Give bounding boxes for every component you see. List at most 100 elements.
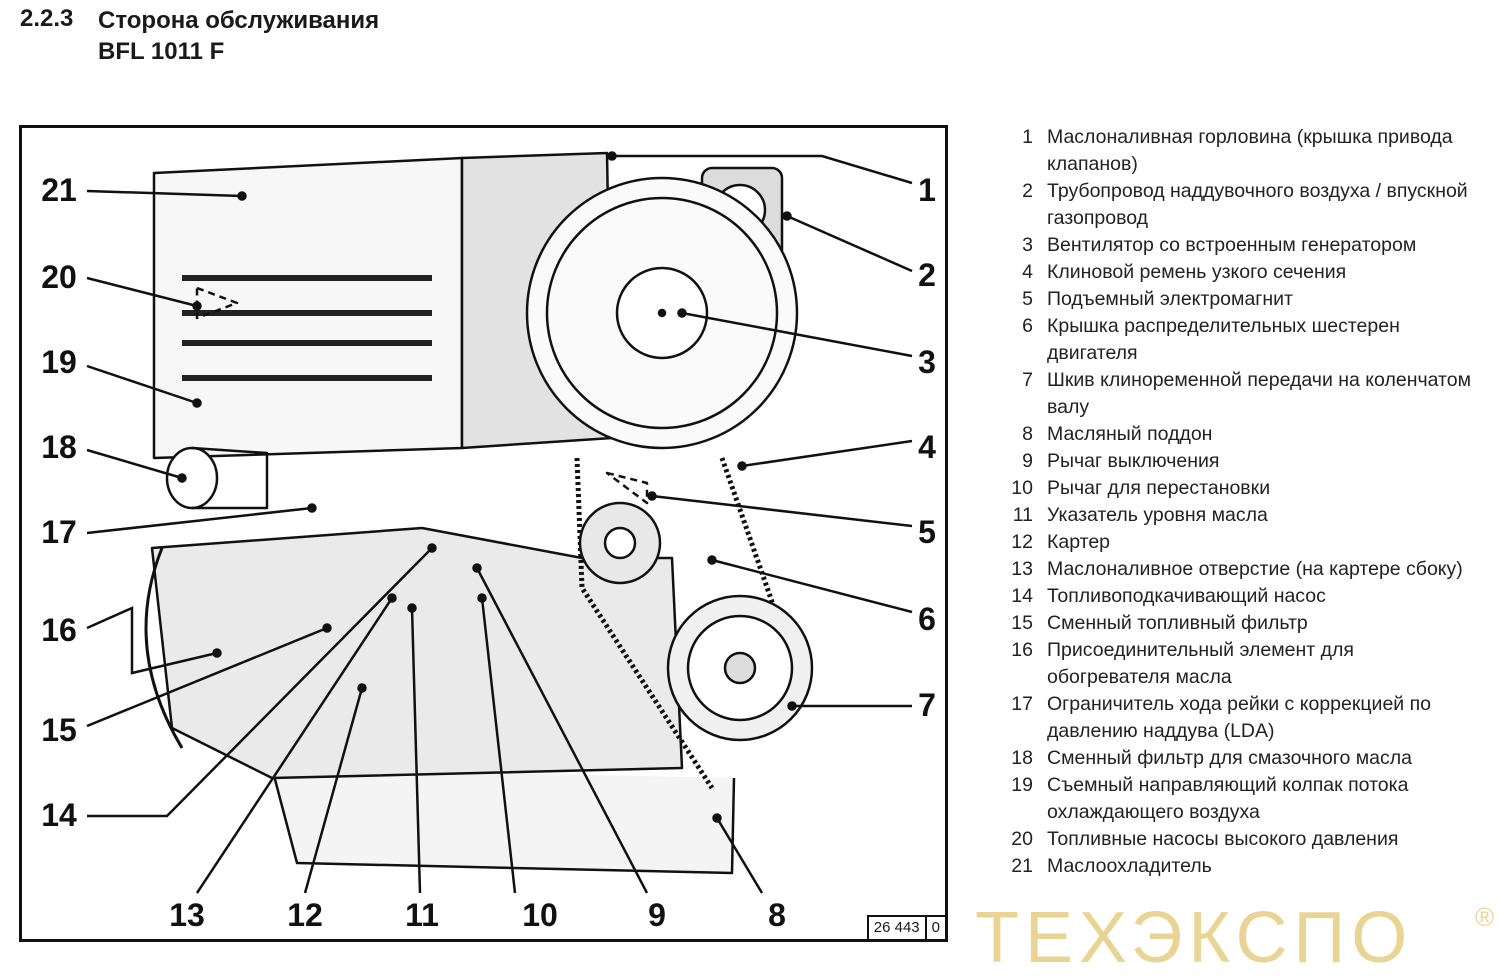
leader-line-3 [681, 311, 913, 358]
leader-dot-17 [307, 503, 317, 513]
legend-number: 9 [1022, 450, 1033, 472]
legend-item: 17 Ограничитель хода рейки с коррекцией п… [995, 691, 1475, 745]
legend-text: Ограничитель хода рейки с коррекцией по … [1047, 693, 1432, 742]
leader-line-6 [711, 558, 913, 614]
leader-dot-4 [737, 461, 747, 471]
legend-number: 16 [1011, 639, 1033, 661]
legend-number: 20 [1011, 828, 1033, 850]
callout-number: 10 [522, 897, 558, 933]
legend-number: 3 [1022, 234, 1033, 256]
legend-text: Шкив клиноременной передачи на коленчато… [1047, 369, 1472, 418]
legend-item: 2 Трубопровод наддувочного воздуха / впус… [995, 178, 1475, 232]
leader-dot-1 [607, 151, 617, 161]
leader-line-4 [741, 439, 913, 468]
callout-number: 1 [918, 172, 936, 208]
leader-line-19 [86, 364, 198, 405]
legend-item: 3 Вентилятор со встроенным генератором [995, 232, 1475, 259]
image-code: 26 443 [873, 919, 920, 936]
leader-dot-21 [237, 191, 247, 201]
leader-line-18 [86, 448, 183, 480]
legend-number: 8 [1022, 423, 1033, 445]
callout-number: 5 [918, 514, 936, 550]
legend-text: Клиновой ремень узкого сечения [1047, 261, 1347, 283]
legend-number: 17 [1011, 693, 1033, 715]
legend-text: Масляный поддон [1047, 423, 1213, 445]
section-title-line1: Сторона обслуживания [98, 7, 380, 34]
callout-number: 16 [41, 612, 77, 648]
legend-number: 2 [1022, 180, 1033, 202]
leader-dot-15 [322, 623, 332, 633]
leader-dot-2 [782, 211, 792, 221]
leader-dot-14 [427, 543, 437, 553]
callout-number: 19 [41, 344, 77, 380]
leader-line-2 [786, 214, 913, 273]
legend-number: 6 [1022, 315, 1033, 337]
legend-text: Картер [1047, 531, 1111, 553]
callout-number: 2 [918, 257, 936, 293]
legend-number: 12 [1011, 531, 1033, 553]
legend-text: Съемный направляющий колпак потока охлаж… [1047, 774, 1409, 823]
leader-line-17 [86, 506, 313, 535]
leader-line-20 [86, 276, 198, 308]
legend-text: Подъемный электромагнит [1047, 288, 1293, 310]
section-title-line2: BFL 1011 F [98, 38, 225, 65]
leader-line-14 [87, 547, 433, 818]
leader-lines [86, 151, 913, 894]
leader-dot-19 [192, 398, 202, 408]
legend-text: Сменный топливный фильтр [1047, 612, 1308, 634]
legend-text: Рычаг выключения [1047, 450, 1220, 472]
legend-item: 4 Клиновой ремень узкого сечения [995, 259, 1475, 286]
leader-dot-9 [472, 563, 482, 573]
legend-number: 4 [1022, 261, 1033, 283]
leader-line-16 [86, 606, 218, 675]
legend-item: 1 Маслоналивная горловина (крышка привода… [995, 124, 1475, 178]
legend-number: 11 [1012, 504, 1033, 526]
legend-item: 11 Указатель уровня масла [995, 502, 1475, 529]
solenoid-marker [605, 471, 649, 505]
callout-number: 18 [41, 429, 77, 465]
legend-number: 19 [1011, 774, 1033, 796]
legend-text: Указатель уровня масла [1047, 504, 1268, 526]
legend-item: 12 Картер [995, 529, 1475, 556]
callout-number: 21 [41, 172, 77, 208]
legend-item: 19 Съемный направляющий колпак потока охл… [995, 772, 1475, 826]
legend-text: Крышка распределительных шестерен двигат… [1047, 315, 1400, 364]
legend-number: 21 [1011, 855, 1033, 877]
leader-dot-7 [787, 701, 797, 711]
leader-dot-16 [212, 648, 222, 658]
callout-number: 17 [41, 514, 77, 550]
legend-text: Вентилятор со встроенным генератором [1047, 234, 1417, 256]
legend-text: Топливоподкачивающий насос [1047, 585, 1326, 607]
oil-filter-shape [165, 446, 219, 510]
callout-number: 11 [405, 897, 439, 933]
callout-number: 7 [918, 687, 936, 723]
legend-list: 1 Маслоналивная горловина (крышка привода… [995, 124, 1475, 880]
leader-line-11 [410, 607, 422, 894]
legend-item: 6 Крышка распределительных шестерен двига… [995, 313, 1475, 367]
legend-text: Трубопровод наддувочного воздуха / впуск… [1047, 180, 1468, 229]
legend-text: Сменный фильтр для смазочного масла [1047, 747, 1412, 769]
leader-line-5 [651, 494, 913, 528]
leader-dot-11 [407, 603, 417, 613]
leader-line-15 [86, 626, 328, 728]
legend-number: 1 [1022, 126, 1033, 148]
callout-number: 3 [918, 344, 936, 380]
callout-number: 6 [918, 601, 936, 637]
leader-dot-3 [677, 308, 687, 318]
leader-line-12 [303, 687, 364, 894]
legend-number: 10 [1011, 477, 1033, 499]
oil-pan-shape [270, 767, 736, 875]
leader-dot-12 [357, 683, 367, 693]
legend-text: Топливные насосы высокого давления [1047, 828, 1399, 850]
legend-text: Маслоналивная горловина (крышка привода … [1047, 126, 1453, 175]
leader-line-9 [475, 567, 649, 894]
